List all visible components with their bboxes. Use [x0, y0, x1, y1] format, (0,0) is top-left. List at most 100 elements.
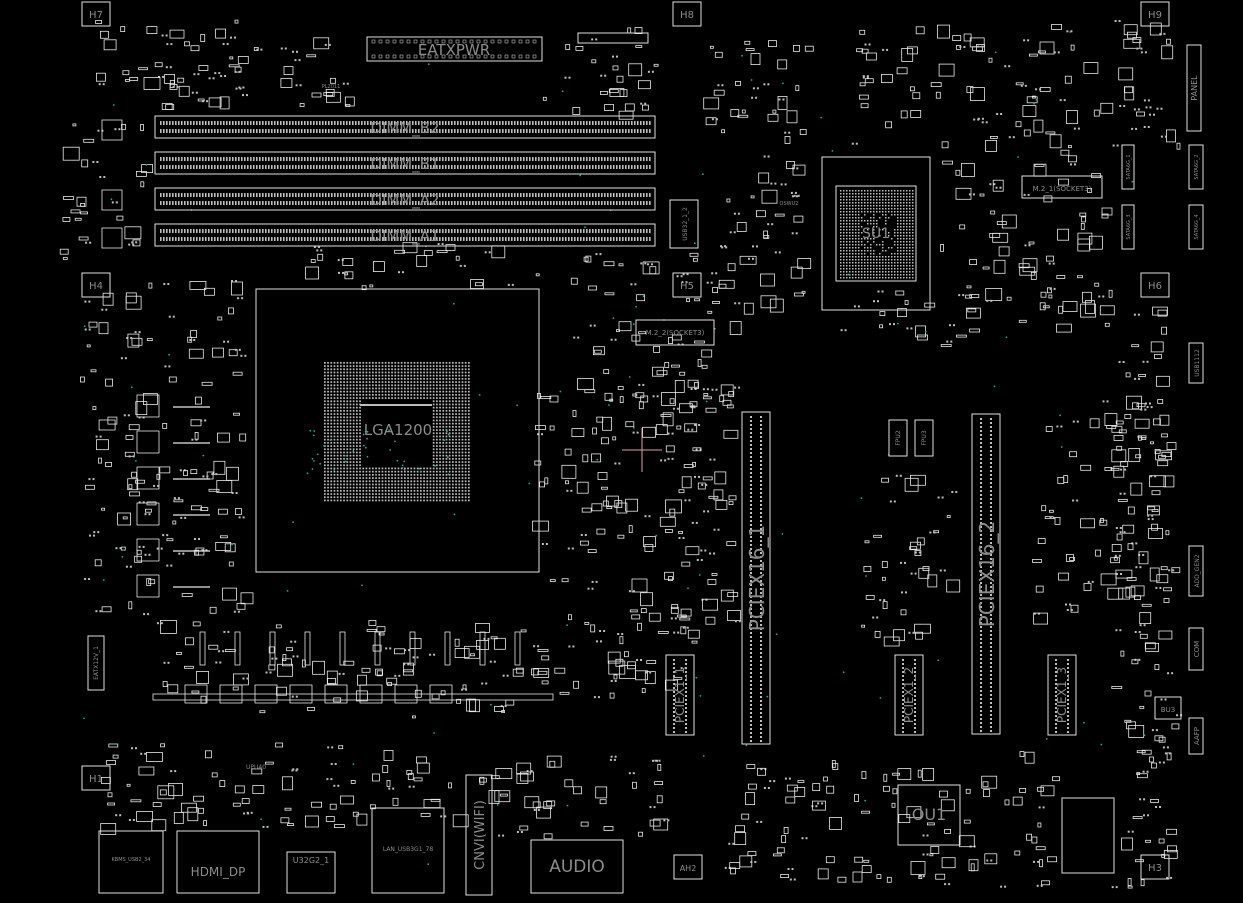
dimm-pin	[448, 201, 450, 205]
cpu-pad	[336, 435, 339, 438]
smd-pad	[756, 87, 759, 90]
cpu-pad	[340, 426, 342, 428]
smd-pad	[131, 747, 133, 750]
smd-pad	[233, 610, 236, 613]
cpu-pad	[436, 416, 438, 419]
cpu-pad	[461, 461, 464, 463]
cpu-pad	[340, 374, 342, 377]
pch-ball	[912, 235, 914, 237]
cpu-pad	[397, 397, 400, 399]
dimm-pin	[400, 193, 402, 197]
smd-pad	[640, 262, 643, 265]
dimm-side-chip	[101, 119, 123, 141]
smd-component	[859, 82, 866, 87]
pch-ball	[846, 235, 848, 237]
smd-pad	[1127, 830, 1130, 833]
cpu-pad	[356, 426, 358, 428]
dimm-pin	[514, 157, 516, 161]
cpu-pad	[452, 451, 454, 454]
cpu-pad	[352, 442, 355, 444]
cpu-pad	[448, 419, 451, 422]
cpu-pad	[372, 362, 374, 364]
cpu-pad	[464, 438, 467, 441]
dimm-pin	[451, 121, 453, 125]
smd-pad	[1053, 287, 1056, 290]
dimm-pin	[430, 121, 432, 125]
dimm-pin	[160, 201, 162, 205]
smd-pad	[1053, 517, 1056, 519]
smd-component	[181, 593, 193, 597]
dimm-pin	[217, 165, 219, 169]
cpu-pad	[327, 464, 329, 467]
smd-pad	[97, 129, 100, 132]
pch-ball	[909, 217, 911, 219]
pch-ball	[852, 250, 854, 252]
cpu-pad	[458, 390, 461, 393]
pch-ball	[882, 244, 884, 246]
dimm-pin	[442, 157, 444, 161]
dimm-pin	[499, 201, 501, 205]
cpu-pad	[468, 413, 470, 415]
smd-pad	[191, 91, 194, 94]
dimm-pin	[268, 157, 270, 161]
pch-ball	[891, 214, 893, 216]
cpu-pad	[378, 374, 381, 377]
cpu-pad	[397, 499, 400, 502]
smd-pad	[713, 528, 716, 531]
smd-pad	[1052, 262, 1055, 265]
cpu-pad	[455, 422, 457, 425]
pch-ball	[900, 268, 902, 270]
pch-ball	[912, 241, 914, 243]
smd-pad	[163, 283, 166, 285]
cpu-pad	[464, 486, 467, 489]
cpu-pad	[336, 406, 339, 409]
cpu-pad	[349, 435, 352, 438]
smd-component	[603, 369, 610, 375]
cpu-pad	[429, 362, 432, 364]
smd-component	[107, 792, 113, 798]
ic-footprint	[1156, 574, 1169, 584]
cpu-pad	[455, 390, 457, 393]
smd-pad	[933, 531, 936, 534]
cpu-pad	[388, 387, 390, 390]
pch-ball	[885, 232, 887, 234]
cpu-pad	[343, 381, 345, 383]
cpu-pad	[365, 362, 368, 364]
pch-ball	[840, 202, 842, 204]
dimm-pin	[475, 121, 477, 125]
cpu-pad	[416, 477, 419, 479]
cpu-pad	[452, 365, 454, 367]
ic-footprint	[402, 242, 418, 254]
cpu-pad	[359, 390, 361, 393]
smd-pad	[102, 83, 105, 86]
cpu-pad	[429, 390, 432, 393]
cpu-pad	[340, 486, 342, 489]
ic-footprint	[452, 814, 469, 828]
cpu-pad	[336, 381, 339, 383]
smd-component	[697, 359, 702, 367]
dimm-pin	[304, 129, 306, 133]
cpu-pad	[356, 474, 358, 476]
pch-ball	[852, 196, 854, 198]
smd-component	[1049, 509, 1054, 513]
smd-component	[653, 63, 659, 67]
smd-pad	[750, 861, 753, 863]
smd-pad	[1120, 573, 1122, 575]
pch-ball	[876, 262, 878, 264]
pch-ball	[858, 190, 860, 192]
cpu-pad	[429, 467, 432, 470]
cpu-pad	[429, 474, 432, 476]
smd-component	[393, 648, 405, 655]
cpu-pad	[416, 499, 419, 502]
smd-pad	[968, 193, 971, 196]
cpu-pad	[324, 403, 326, 406]
smd-pad	[879, 599, 882, 602]
smd-pad	[660, 459, 663, 462]
cpu-pad	[324, 400, 326, 403]
smd-pad	[504, 705, 507, 708]
dimm-pin	[517, 193, 519, 197]
smd-pad	[704, 549, 707, 552]
dimm-pin	[454, 157, 456, 161]
dimm-pin	[439, 201, 441, 205]
cpu-pad	[439, 454, 441, 457]
